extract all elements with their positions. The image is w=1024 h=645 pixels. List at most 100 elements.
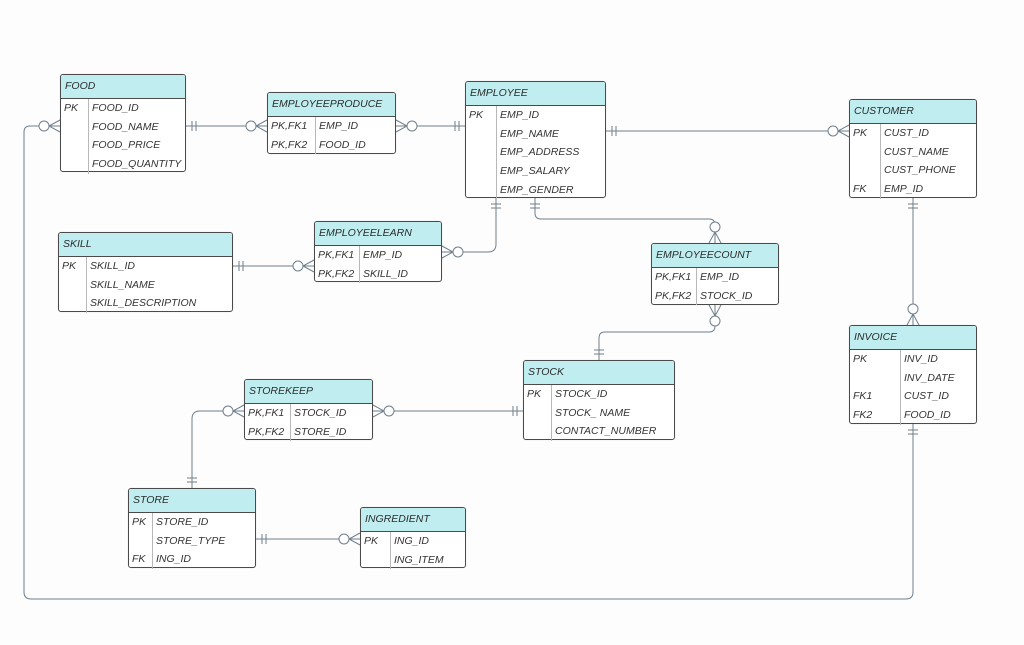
attribute-name: SKILL_NAME [90,278,155,291]
key-marker: PK,FK2 [248,425,285,438]
key-column-divider [359,246,360,284]
key-marker: PK [62,260,77,272]
attribute-name: ING_ITEM [394,553,444,566]
attribute-name: CUST_PHONE [884,164,956,177]
attribute-row: ING_ITEM [361,551,465,570]
entity-title: STOCK [524,361,674,385]
attribute-row: EMP_NAME [466,125,605,144]
attribute-name: ING_ID [156,553,192,566]
key-marker: PK [364,535,379,547]
attribute-name: EMP_ID [319,120,359,132]
attribute-row: STOCK_ NAME [524,404,674,423]
attribute-name: FOOD_QUANTITY [92,158,182,171]
cardinality-zero-marker [383,405,395,417]
key-marker: FK2 [853,409,873,422]
attribute-name: CONTACT_NUMBER [555,425,657,438]
key-marker: PK [132,516,147,528]
cardinality-zero-marker [245,120,257,132]
cardinality-zero-marker [452,246,464,258]
key-marker: PK [853,353,868,365]
attribute-row: INV_DATE [850,369,976,388]
entity-attributes: PK ING_ID ING_ITEM [361,532,465,570]
attribute-name: STORE_ID [294,425,347,438]
key-column-divider [390,532,391,570]
key-marker: PK [64,102,79,114]
attribute-name: STOCK_ID [555,388,608,400]
key-column-divider [88,99,89,174]
key-marker: PK,FK2 [271,138,308,151]
attribute-name: EMP_ID [700,271,740,283]
entity-title: SKILL [59,233,232,257]
attribute-name: STOCK_ID [700,289,753,302]
attribute-row: PK,FK2 STORE_ID [245,423,372,442]
key-column-divider [290,404,291,442]
attribute-row: FOOD_NAME [61,118,185,137]
key-marker: PK [527,388,542,400]
attribute-row: PK,FK2 STOCK_ID [652,287,778,306]
attribute-name: ING_ID [394,535,430,547]
relationship-line [534,198,716,243]
attribute-name: EMP_ID [363,249,403,261]
entity-title: CUSTOMER [850,100,976,124]
attribute-name: CUST_ID [904,390,949,403]
key-marker: PK,FK2 [318,267,355,280]
key-column-divider [551,385,552,442]
entity-stock[interactable]: STOCK PK STOCK_ID STOCK_ NAME CONTACT_NUMBE… [523,360,675,442]
entity-title: EMPLOYEEPRODUCE [268,93,395,117]
attribute-row: SKILL_DESCRIPTION [59,294,232,313]
entity-title: EMPLOYEECOUNT [652,244,778,268]
attribute-name: EMP_ID [884,183,924,196]
entity-title: EMPLOYEE [466,82,605,106]
entity-title: INVOICE [850,326,976,350]
entity-attributes: PK STOCK_ID STOCK_ NAME CONTACT_NUMBER [524,385,674,442]
key-marker: FK [132,553,146,566]
cardinality-zero-marker [907,303,919,315]
attribute-row: FOOD_PRICE [61,136,185,155]
key-marker: PK,FK2 [655,289,692,302]
entity-ingredient[interactable]: INGREDIENT PK ING_ID ING_ITEM [360,507,466,570]
key-marker: PK [853,127,868,139]
attribute-name: EMP_SALARY [500,165,570,178]
key-column-divider [152,513,153,570]
attribute-row: CUST_PHONE [850,161,976,180]
entity-title: INGREDIENT [361,508,465,532]
entity-title: FOOD [61,75,185,99]
key-marker: FK [853,183,867,196]
attribute-row: CUST_NAME [850,143,976,162]
key-column-divider [880,124,881,199]
attribute-row: PK ING_ID [361,532,465,551]
attribute-row: STORE_TYPE [129,532,255,551]
attribute-row: SKILL_NAME [59,276,232,295]
attribute-name: FOOD_PRICE [92,139,161,152]
cardinality-zero-marker [222,405,234,417]
attribute-name: FOOD_ID [904,409,951,422]
entity-title: STOREKEEP [245,380,372,404]
